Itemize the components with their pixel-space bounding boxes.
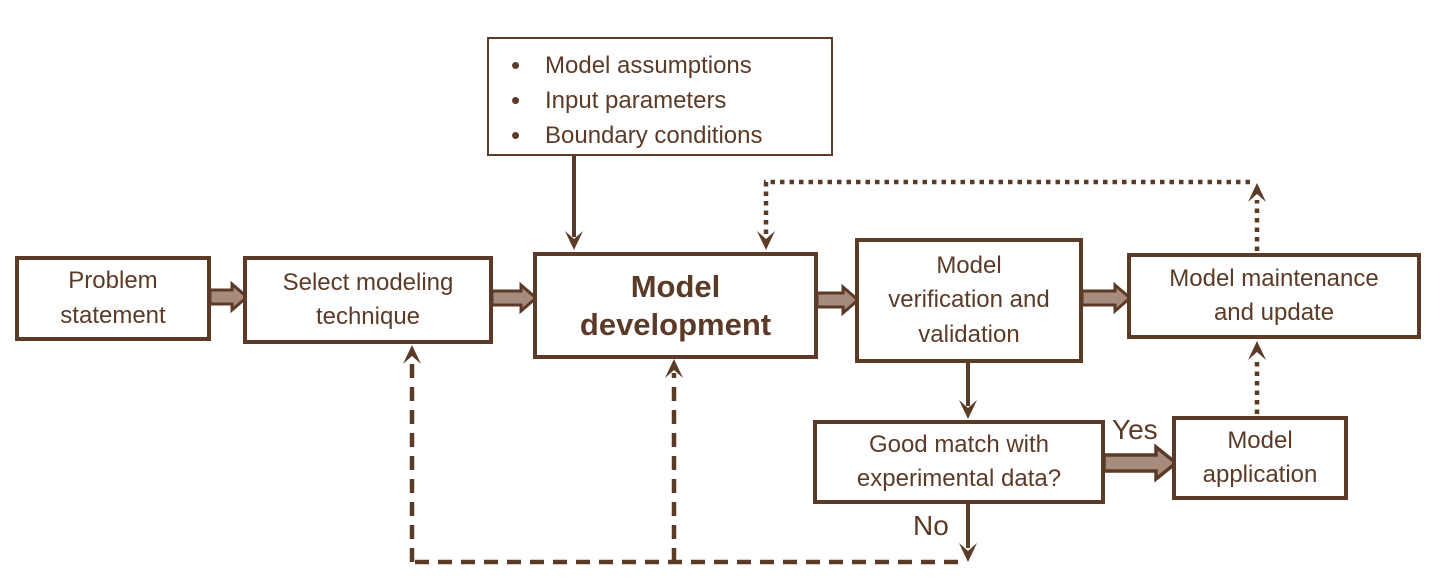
- arrow-notes-to-develop: [565, 156, 583, 250]
- node-model-development: Model development: [533, 252, 818, 359]
- bullet-icon: •: [511, 85, 521, 115]
- block-arrow-develop-to-verify: [815, 283, 861, 317]
- arrow-match-no-down: [959, 504, 977, 562]
- note-text: Input parameters: [545, 86, 727, 114]
- list-item: • Input parameters: [509, 83, 823, 118]
- block-arrow-problem-to-select: [208, 280, 250, 314]
- edge-label-yes: Yes: [1112, 414, 1158, 445]
- node-good-match-question: Good match with experimental data?: [813, 420, 1105, 504]
- arrow-verify-to-match: [959, 363, 977, 419]
- node-select-modeling-technique: Select modeling technique: [243, 256, 493, 344]
- dotted-arrow-application-to-maintenance: [1248, 341, 1266, 414]
- edge-label-no: No: [913, 510, 949, 541]
- node-model-application: Model application: [1172, 416, 1348, 500]
- note-text: Model assumptions: [545, 51, 752, 79]
- bullet-icon: •: [511, 50, 521, 80]
- list-item: • Boundary conditions: [509, 118, 823, 153]
- node-model-verification-validation: Model verification and validation: [855, 238, 1083, 363]
- block-arrow-select-to-develop: [490, 281, 539, 315]
- node-problem-statement: Problem statement: [15, 256, 211, 341]
- block-arrow-verify-to-maintain: [1080, 281, 1133, 315]
- list-item: • Model assumptions: [509, 48, 823, 83]
- node-model-maintenance-update: Model maintenance and update: [1127, 253, 1421, 339]
- dashed-no-feedback-path: [403, 345, 958, 565]
- block-arrow-yes-match-to-application: [1102, 443, 1179, 483]
- notes-box: • Model assumptions • Input parameters •…: [487, 37, 833, 156]
- note-text: Boundary conditions: [545, 121, 763, 149]
- bullet-icon: •: [511, 120, 521, 150]
- dotted-loop-maintenance-to-develop: [757, 179, 1266, 251]
